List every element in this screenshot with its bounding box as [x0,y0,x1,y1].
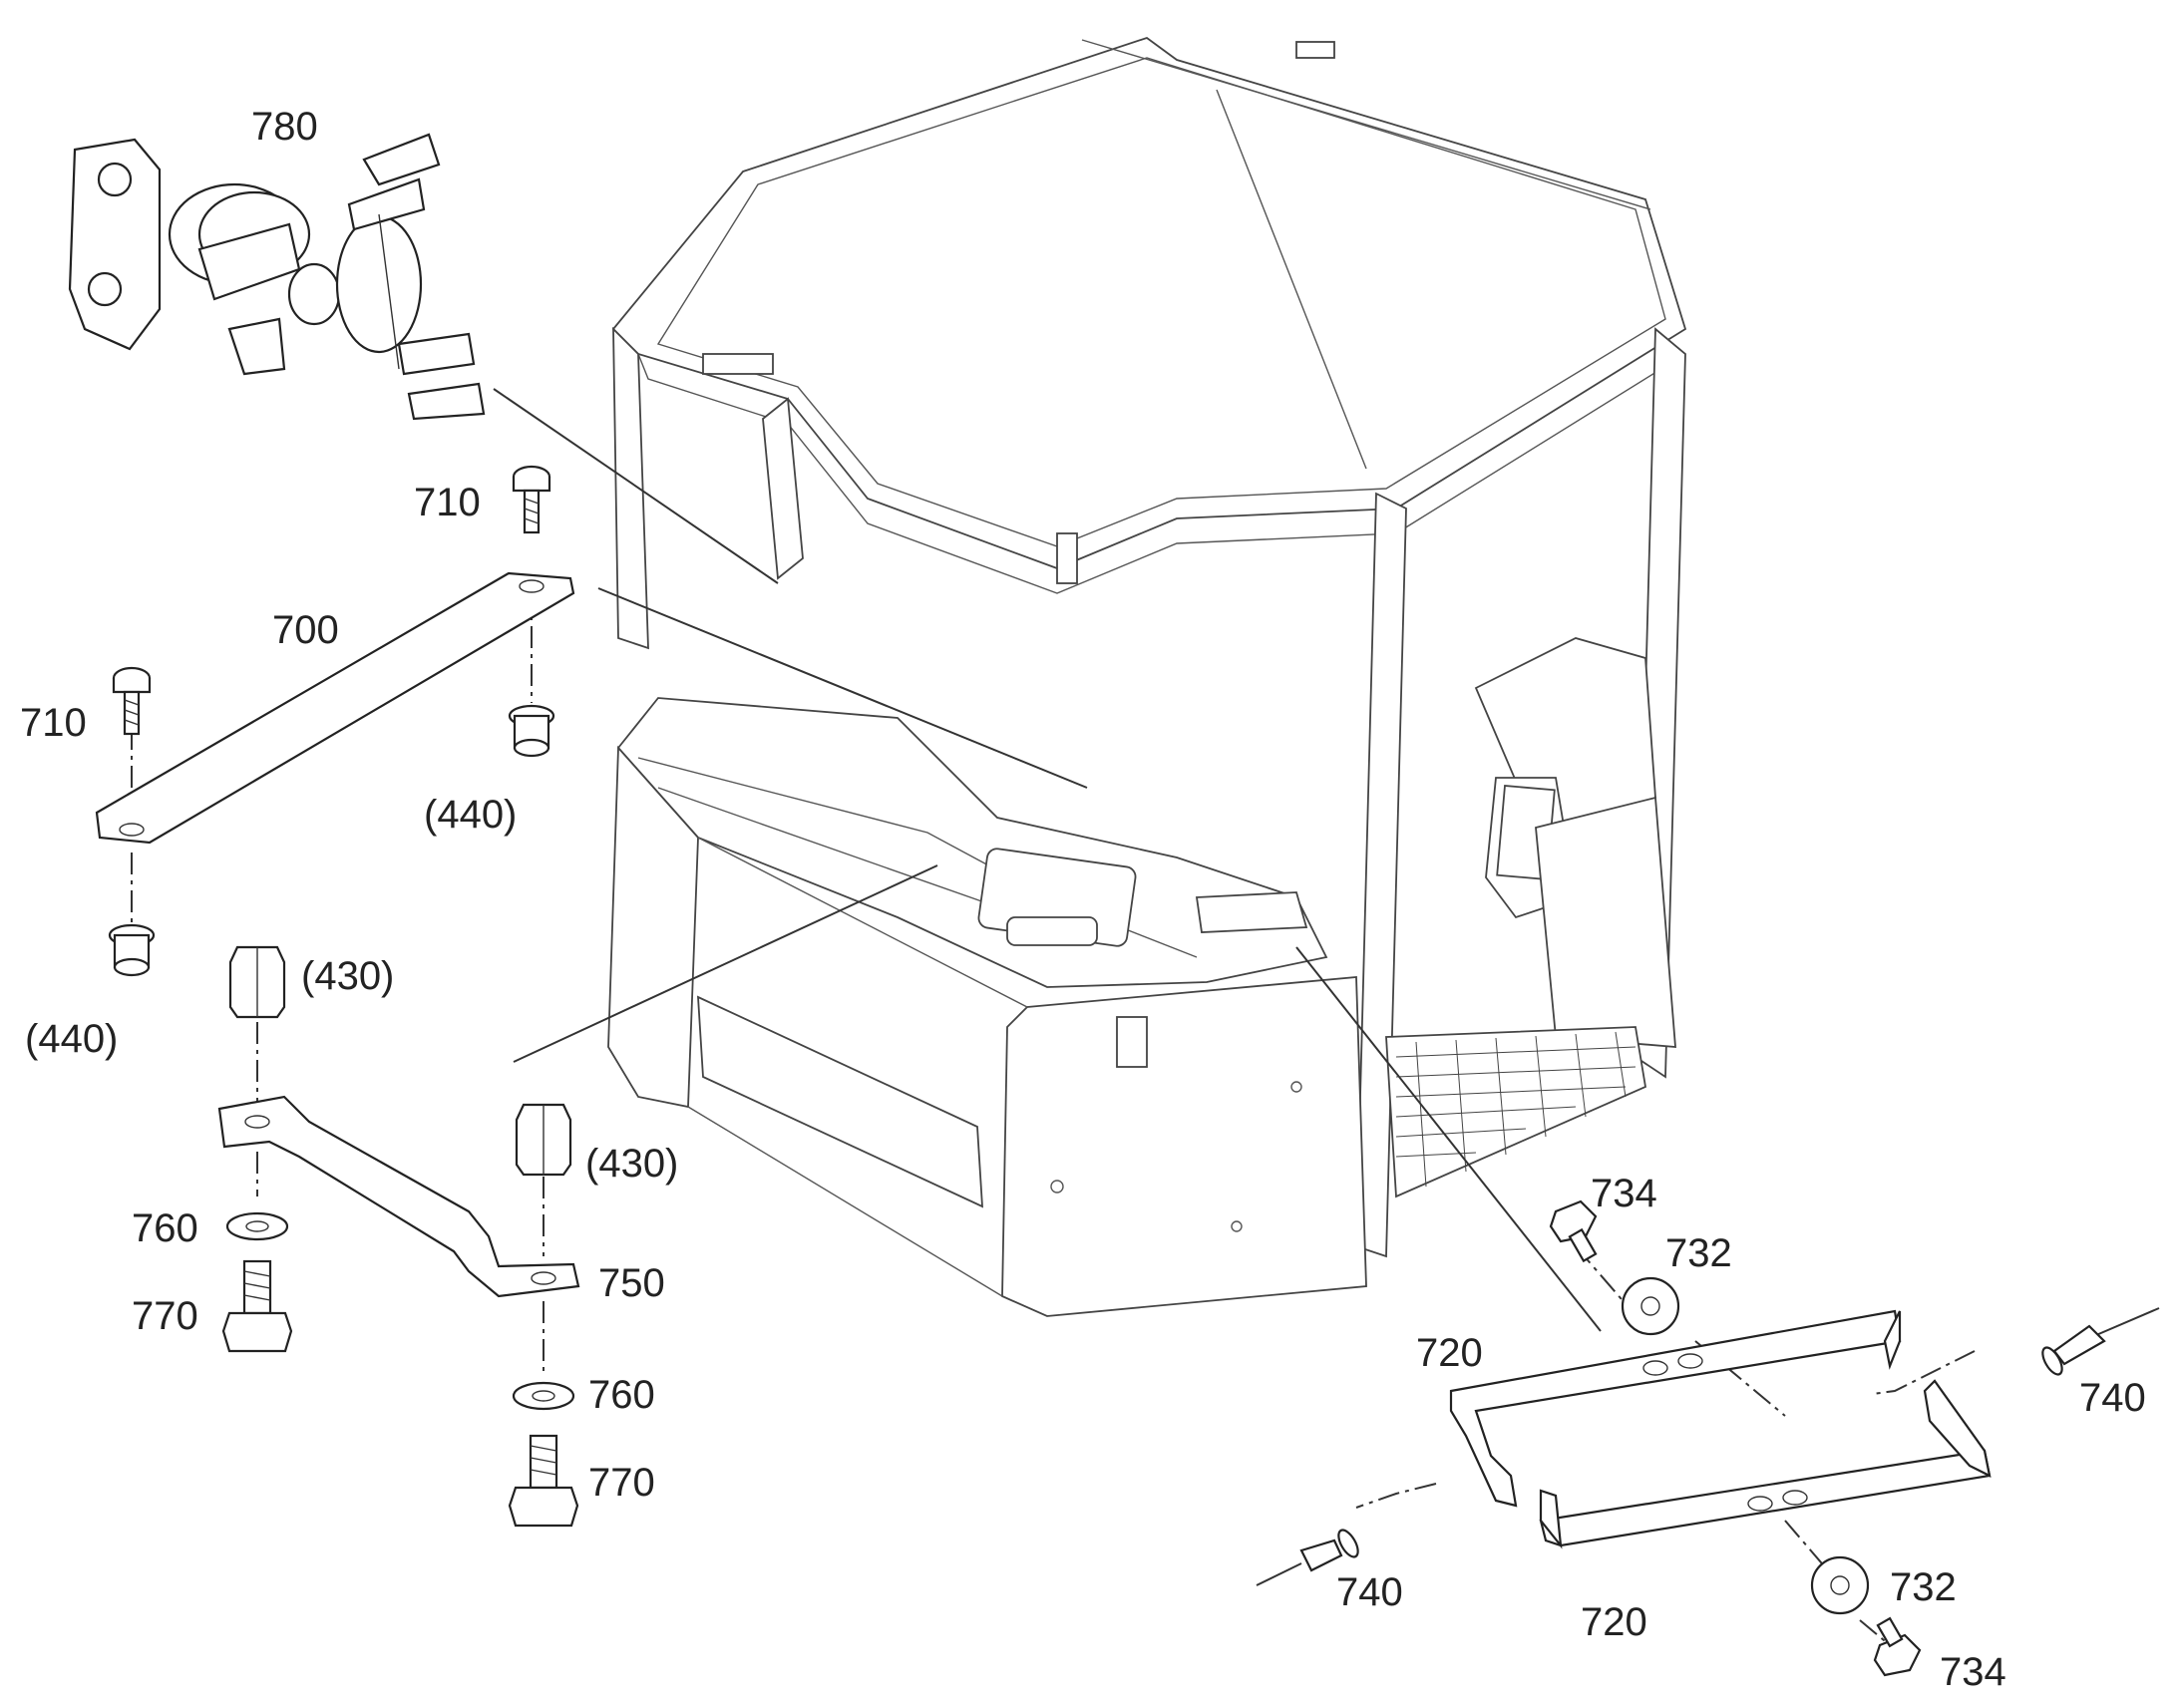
channel-bracket-icon [1449,1309,1902,1508]
channel-bracket-icon [1539,1379,1992,1549]
callout-710-upper: 710 [414,481,481,524]
callout-732-lower: 732 [1890,1565,1957,1609]
callout-760-left: 760 [132,1206,198,1250]
callout-710-lower: 710 [20,701,87,745]
callout-734-upper: 734 [1591,1172,1657,1215]
washer-icon [1810,1555,1870,1615]
operator-cab [607,36,1687,1317]
rivet-icon [2041,1307,2160,1376]
rivet-nut-icon [108,923,156,977]
callout-720-lower: 720 [1581,1600,1647,1644]
callout-720-upper: 720 [1416,1331,1483,1375]
screw-icon [512,465,551,534]
callout-734-lower: 734 [1940,1650,2006,1694]
callout-430-left: (430) [301,954,394,998]
bolt-icon [508,1434,579,1528]
washer-icon [512,1381,575,1411]
callout-732-upper: 732 [1665,1231,1732,1275]
screw-icon [112,666,152,736]
flat-strap-icon [95,571,575,845]
bolt-icon [221,1259,293,1353]
callout-770-right: 770 [588,1461,655,1505]
hex-nut-icon [515,1103,572,1177]
hex-nut-icon [228,945,286,1019]
callout-430-right: (430) [585,1142,678,1186]
callout-440-lower: (440) [25,1017,118,1061]
phone-holder-mount-icon [68,133,486,421]
callout-labels: 780 710 700 710 (440) (440) (430) (430) … [20,105,2146,1694]
bent-bracket-icon [217,1095,580,1298]
callout-740-left: 740 [1336,1570,1403,1614]
screw-icon [1549,1199,1598,1263]
leader-lines [493,388,1976,1509]
callout-440-upper: (440) [424,793,517,837]
callout-780: 780 [251,105,318,149]
rivet-nut-icon [508,704,555,758]
screw-icon [1873,1616,1922,1677]
callout-740-right: 740 [2079,1376,2146,1420]
washer-icon [1621,1276,1680,1336]
washer-icon [225,1211,289,1241]
callout-770-left: 770 [132,1294,198,1338]
callout-760-right: 760 [588,1373,655,1417]
callout-750: 750 [598,1261,665,1305]
rivet-icon [1256,1529,1359,1586]
callout-700: 700 [272,608,339,652]
